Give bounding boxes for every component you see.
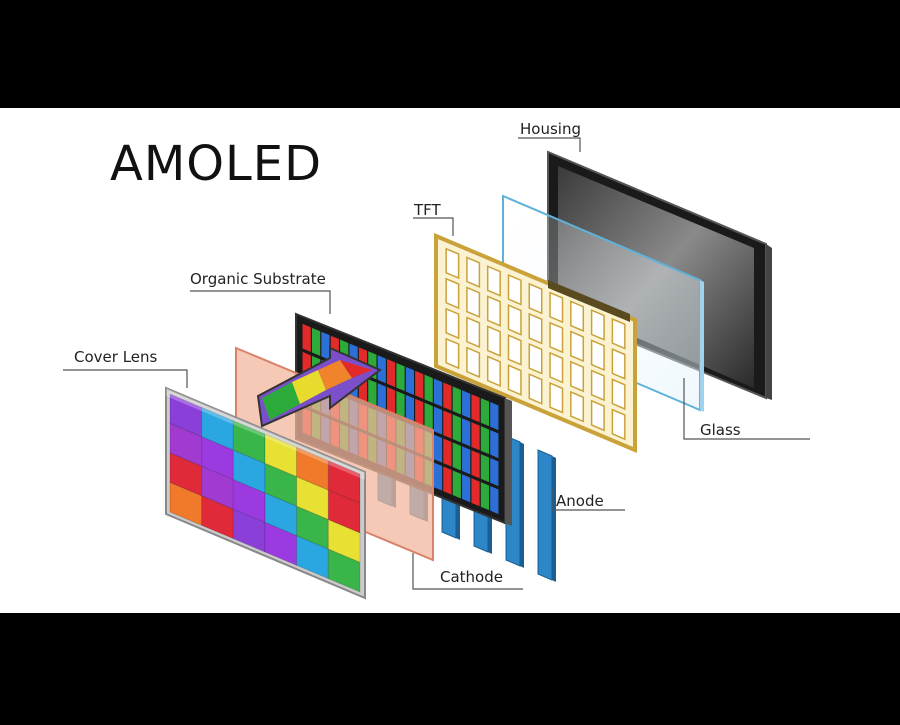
subpixel [377,383,386,412]
tft-cell [549,351,564,384]
subpixel [405,366,415,395]
subpixel [433,378,443,407]
tft-cell [445,337,460,370]
label-housing: Housing [520,120,581,138]
subpixel [452,414,461,443]
subpixel [443,382,452,411]
subpixel [462,446,471,475]
tft-cell [507,334,522,366]
label-organic-substrate: Organic Substrate [190,270,326,288]
tft-cell [507,304,522,336]
tft-cell [549,321,564,354]
subpixel [415,370,424,399]
subpixel [471,394,480,423]
subpixel [415,398,424,427]
tft-cell [486,265,501,297]
label-cathode: Cathode [440,568,503,586]
subpixel [396,390,405,420]
subpixel [462,390,471,419]
subpixel [433,406,443,435]
tft-cell [611,378,626,411]
subpixel [424,402,433,431]
diagram-panel: AMOLED Housing TFT Organic Substrate Cov… [0,108,900,613]
subpixel [368,379,377,408]
diagram-title: AMOLED [110,136,323,192]
subpixel [386,359,396,388]
rainbow-arrow-icon [256,346,382,428]
tft-cell [570,300,585,332]
leader-lines [63,137,810,590]
subpixel [490,486,499,515]
subpixel [471,422,480,451]
subpixel [490,458,499,487]
tft-cell [507,273,522,306]
subpixel [433,434,443,463]
tft-cell [611,317,626,350]
tft-cell [570,330,585,363]
subpixel [443,466,452,495]
label-cover-lens: Cover Lens [74,348,158,366]
tft-cell [445,277,460,310]
tft-cell [570,360,585,393]
tft-cell [466,346,481,379]
tft-cell [549,381,564,414]
subpixel [443,410,452,439]
subpixel [377,355,386,384]
subpixel [311,327,321,356]
subpixel [471,450,480,479]
label-glass: Glass [700,421,741,439]
tft-cell [528,373,543,405]
subpixel [462,474,471,503]
amoled-exploded-diagram [63,137,810,600]
tft-cell [528,282,543,315]
tft-cell [507,364,522,396]
subpixel [480,426,490,455]
subpixel [302,323,311,352]
tft-cell [590,309,605,341]
subpixel [405,394,415,423]
subpixel [424,374,433,403]
tft-cell [590,399,605,432]
subpixel [471,478,480,507]
tft-cell [466,286,481,319]
label-anode: Anode [556,492,604,510]
tft-cell [528,312,543,345]
subpixel [462,418,471,447]
subpixel [490,430,499,459]
subpixel [480,454,490,483]
subpixel [386,387,396,416]
cover-lens-layer [165,386,366,600]
tft-cell [590,339,605,372]
anode-bar-side [520,442,524,568]
tft-cell [486,295,501,327]
tft-cell [611,408,626,441]
lens-color-cell [327,548,361,593]
subpixel [490,402,499,431]
tft-cell [590,369,605,402]
subpixel [480,482,490,511]
tft-cell [528,342,543,375]
tft-cell [549,291,564,324]
tft-cell [466,256,481,288]
tft-cell [486,325,501,357]
tft-layer [434,232,637,454]
subpixel [396,362,405,392]
subpixel [452,442,461,471]
tft-cell [445,247,460,280]
subpixel [452,386,461,415]
subpixel [443,438,452,467]
anode-bar-side [552,456,556,582]
subpixel [321,331,330,360]
subpixel [480,398,490,427]
subpixel [452,470,461,499]
subpixel [433,462,443,491]
tft-cell [570,390,585,423]
tft-cell [611,348,626,380]
tft-cell [486,355,501,388]
label-tft: TFT [414,201,441,219]
anode-bar [537,449,553,581]
tft-cell [466,316,481,349]
tft-cell [445,307,460,340]
